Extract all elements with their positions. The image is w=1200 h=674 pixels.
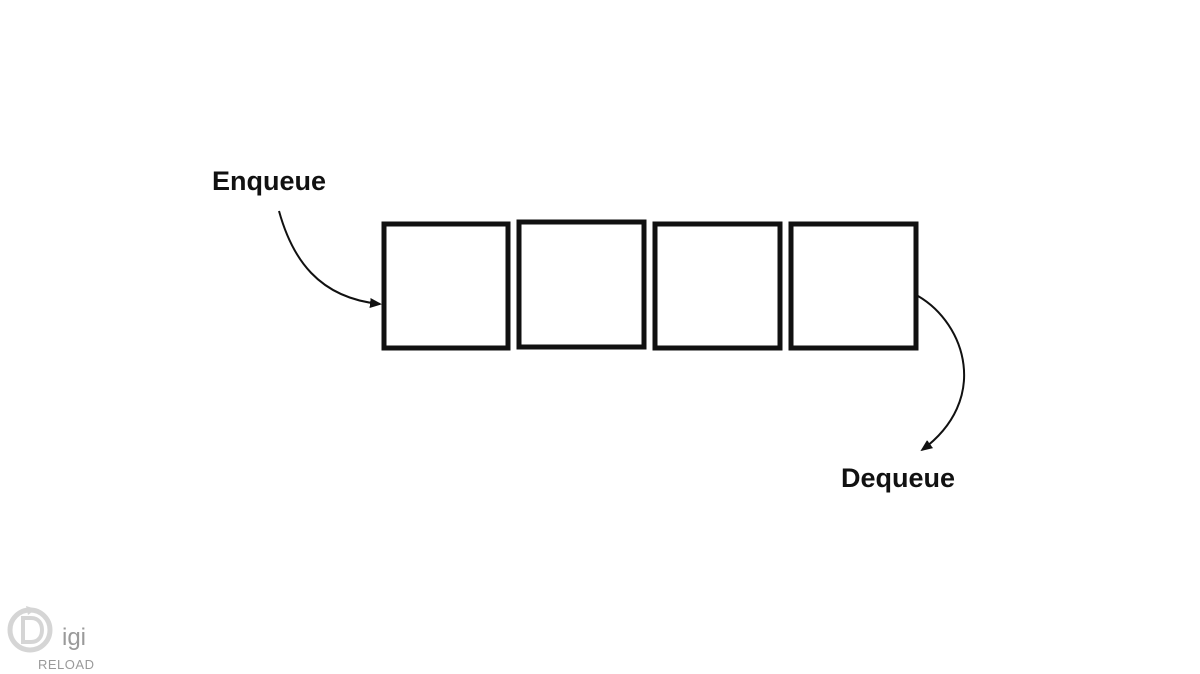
queue-slot-2	[516, 219, 647, 350]
enqueue-arrow	[278, 210, 382, 309]
queue-slot-4	[788, 221, 919, 351]
queue-slot-1	[381, 221, 511, 351]
watermark-text-bottom: RELOAD	[38, 657, 95, 672]
queue-slot-3	[652, 221, 783, 351]
dequeue-arrow	[917, 295, 966, 452]
queue-slots	[381, 219, 919, 351]
digi-reload-logo-icon	[7, 606, 53, 653]
dequeue-label: Dequeue	[841, 463, 956, 493]
enqueue-label: Enqueue	[212, 166, 327, 196]
watermark-text-top: igi	[62, 624, 87, 651]
